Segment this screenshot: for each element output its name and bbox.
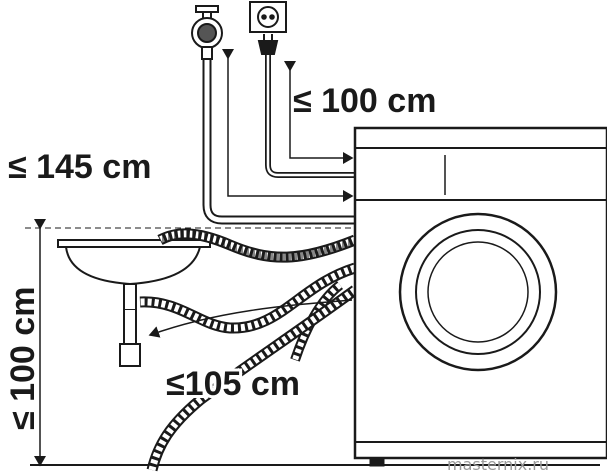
- hose-length-label: ≤ 145 cm: [8, 148, 151, 186]
- power-socket-icon: [249, 1, 287, 33]
- drain-height-label: ≤ 100 cm: [4, 287, 42, 430]
- drain-hose-length-label: ≤105 cm: [166, 365, 300, 403]
- watermark: masternix.ru: [447, 455, 549, 474]
- power-plug-icon: [257, 34, 279, 55]
- cable-length-label: ≤ 100 cm: [293, 82, 436, 120]
- hose-length-arrow: [222, 49, 354, 202]
- sink-icon: [57, 239, 211, 367]
- water-tap-icon: [191, 5, 223, 60]
- drain-length-arrow: [148, 299, 353, 338]
- drain-hoses: [139, 228, 359, 472]
- washing-machine-icon: [353, 126, 607, 467]
- height-dimension: [25, 219, 360, 467]
